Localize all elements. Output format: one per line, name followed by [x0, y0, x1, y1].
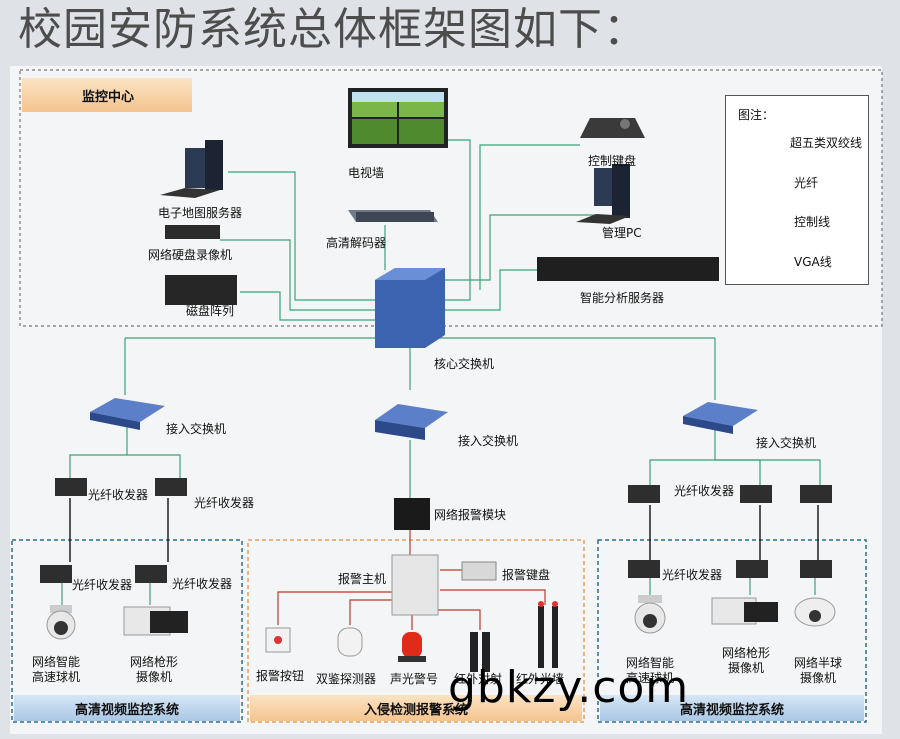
fiber-rx-label-1: 光纤收发器	[88, 488, 149, 502]
ir-fence-label: 红外光墙	[516, 672, 565, 686]
legend-item-vga: VGA线	[794, 255, 832, 269]
fiber-rx-label-6: 光纤收发器	[662, 568, 723, 582]
right-system-box	[597, 539, 867, 723]
monitor-center-header: 监控中心	[22, 78, 192, 112]
alarm-module-label: 网络报警模块	[434, 508, 507, 522]
watermark: gbkzy.com	[448, 662, 690, 713]
right-halfdome-label: 网络半球 摄像机	[794, 656, 843, 685]
access-switch-left-label: 接入交换机	[166, 422, 227, 436]
control-keyboard-icon	[580, 118, 645, 138]
strobe-siren-icon	[398, 632, 426, 662]
dome-camera-left-icon	[46, 605, 76, 640]
bullet-camera-left-icon	[123, 606, 188, 636]
access-switch-right-label: 接入交换机	[756, 436, 817, 450]
control-keyboard-label: 控制键盘	[588, 154, 637, 168]
mgmt-pc-icon	[576, 164, 630, 224]
analysis-server-icon	[537, 257, 719, 281]
right-bullet-label: 网络枪形 摄像机	[722, 646, 771, 675]
monitor-center-box	[19, 69, 883, 327]
legend-item-cat5: 超五类双绞线	[790, 136, 863, 150]
strobe-siren-label: 声光警号	[390, 672, 439, 686]
left-system-header: 高清视频监控系统	[14, 695, 240, 721]
right-system-header: 高清视频监控系统	[600, 695, 864, 721]
left-dome-label: 网络智能 高速球机	[32, 655, 81, 684]
legend-item-fiber: 光纤	[794, 176, 819, 190]
fiber-rx-label-2: 光纤收发器	[194, 496, 255, 510]
tv-wall-icon	[348, 88, 448, 148]
core-switch-icon	[375, 268, 445, 348]
access-switch-mid-label: 接入交换机	[458, 434, 519, 448]
alarm-keyboard-icon	[461, 561, 497, 581]
access-switch-mid-icon	[375, 404, 448, 440]
mid-system-header: 入侵检测报警系统	[250, 695, 582, 721]
cat5-wires	[69, 139, 821, 498]
fiber-rx-label-3: 光纤收发器	[72, 578, 133, 592]
hd-decoder-icon	[348, 210, 438, 222]
halfdome-camera-right-icon	[794, 597, 836, 627]
analysis-server-label: 智能分析服务器	[580, 291, 665, 305]
emap-server-icon	[160, 140, 223, 198]
camera-stubs	[61, 578, 816, 605]
dome-camera-right-icon	[634, 595, 666, 634]
nvr-label: 网络硬盘录像机	[148, 248, 233, 262]
left-system-box	[11, 539, 243, 723]
left-bullet-label: 网络枪形 摄像机	[130, 655, 179, 684]
ir-fence-icon	[538, 601, 558, 668]
right-dome-label: 网络智能 高速球机	[626, 656, 675, 685]
alarm-host-icon	[391, 554, 439, 616]
legend-box	[725, 95, 869, 285]
legend-item-control: 控制线	[794, 215, 831, 229]
access-switch-left-icon	[90, 398, 165, 430]
panic-button-icon	[265, 627, 291, 653]
alarm-host-label: 报警主机	[338, 572, 387, 586]
bullet-camera-right-icon	[711, 597, 778, 625]
fiber-wires	[69, 498, 819, 562]
emap-server-label: 电子地图服务器	[158, 206, 243, 220]
hd-decoder-label: 高清解码器	[326, 236, 387, 250]
tv-wall-label: 电视墙	[348, 166, 385, 180]
fiber-transceiver-icons	[40, 478, 832, 583]
mgmt-pc-label: 管理PC	[602, 226, 642, 240]
ir-emitter-icon	[470, 632, 490, 672]
disk-array-icon	[165, 275, 237, 305]
core-switch-label: 核心交换机	[434, 357, 495, 371]
access-switch-right-icon	[683, 402, 758, 434]
mid-system-box	[247, 539, 585, 723]
legend-title: 图注：	[738, 108, 775, 122]
page-title: 校园安防系统总体框架图如下：	[18, 4, 648, 55]
alarm-module-icon	[394, 498, 430, 530]
nvr-icon	[165, 225, 220, 239]
dual-detector-icon	[337, 627, 363, 657]
disk-array-label: 磁盘阵列	[186, 304, 235, 318]
ir-emitter-label: 红外对射	[454, 672, 503, 686]
alarm-keyboard-label: 报警键盘	[502, 568, 551, 582]
control-wires	[277, 530, 546, 630]
panic-button-label: 报警按钮	[256, 669, 305, 683]
fiber-rx-label-5: 光纤收发器	[674, 484, 735, 498]
fiber-rx-label-4: 光纤收发器	[172, 577, 233, 591]
dual-detector-label: 双鉴探测器	[316, 672, 377, 686]
